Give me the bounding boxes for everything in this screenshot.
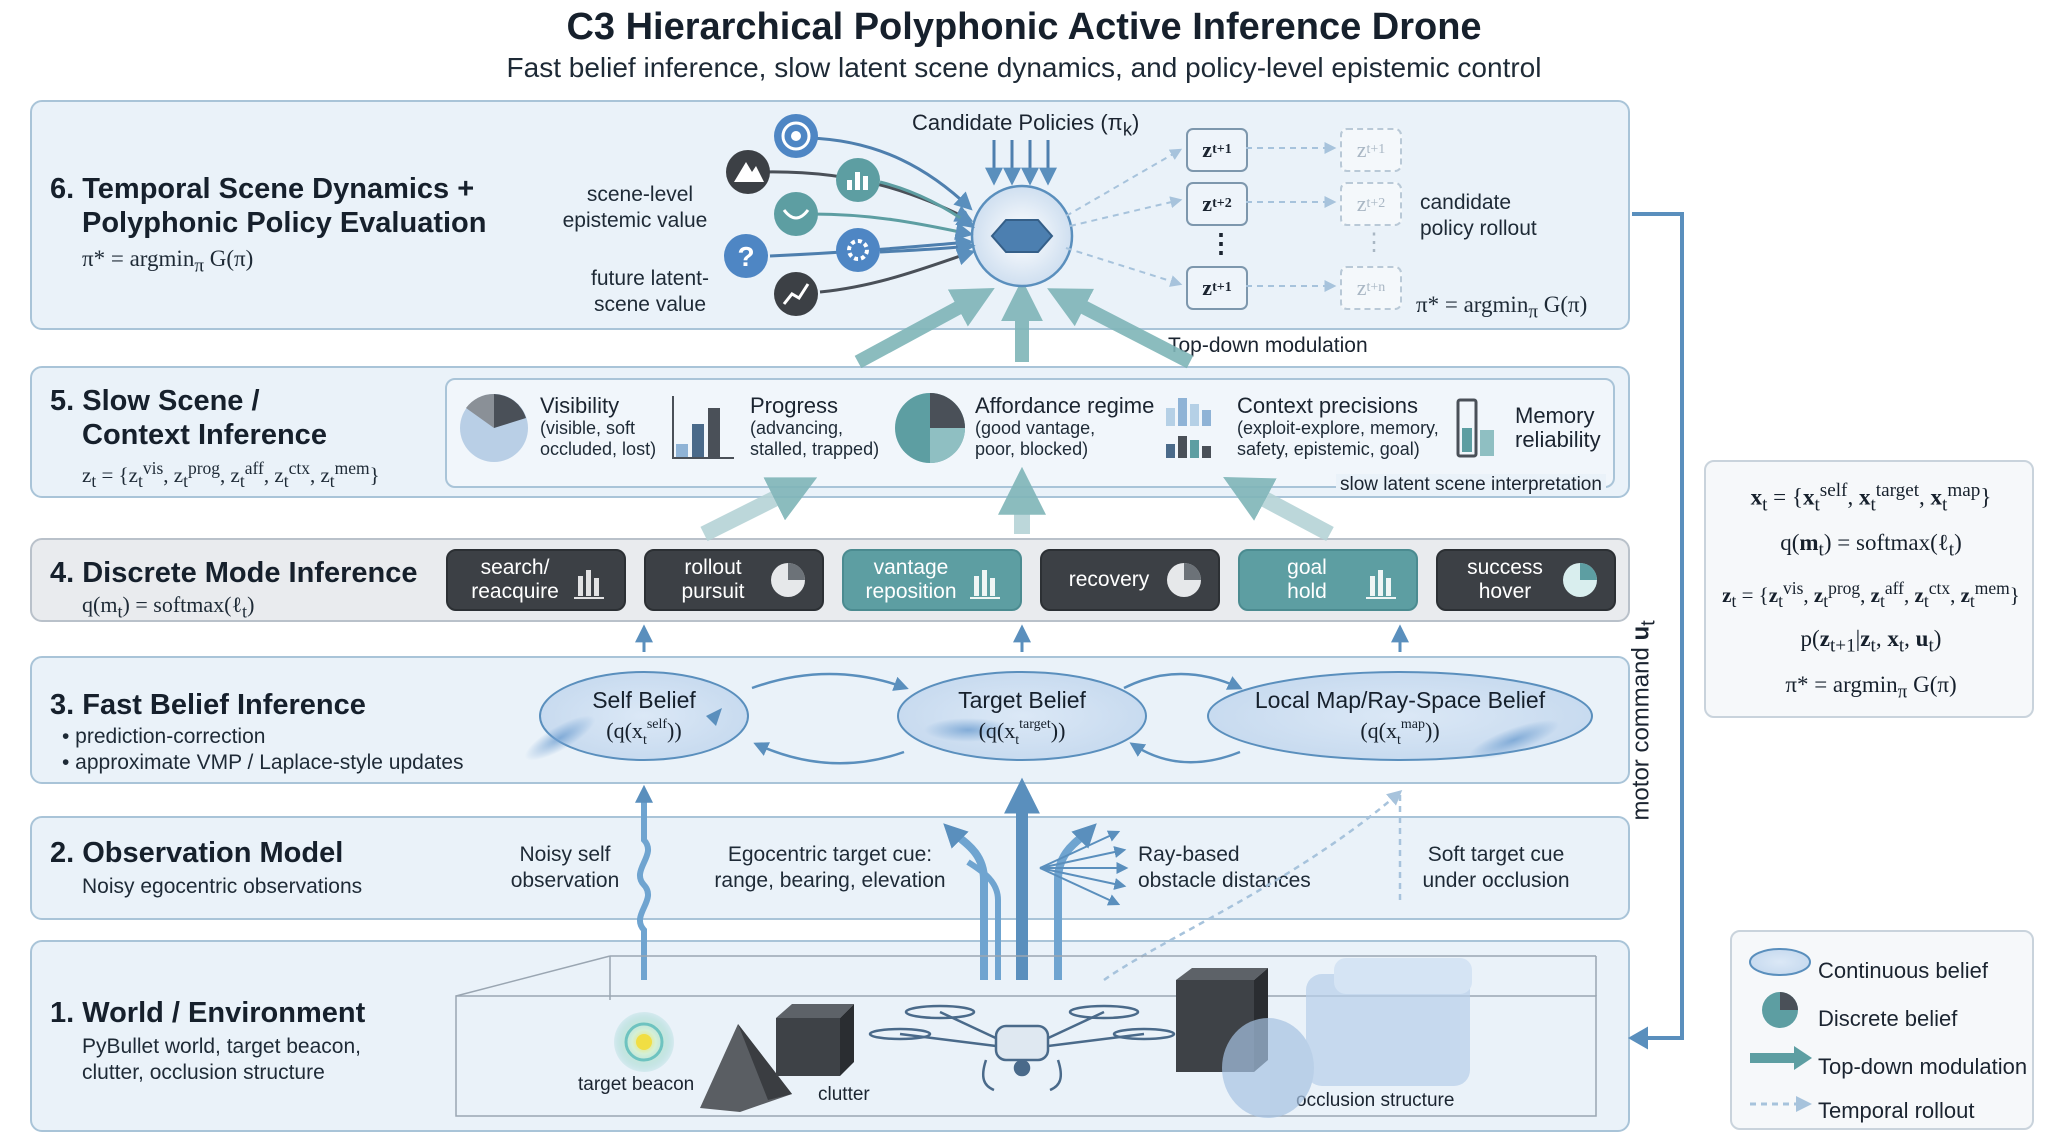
legend-topdown-label: Top-down modulation [1818,1054,2028,1079]
slow-latent-label: slow latent scene interpretation [1336,474,1606,496]
layer-6-title-2: Polyphonic Policy Evaluation [82,207,487,239]
page-subtitle: Fast belief inference, slow latent scene… [506,52,1542,83]
layer-4-equation: q(mt) = softmax(ℓt) [82,592,255,622]
layer-6-title-1: 6. Temporal Scene Dynamics + [50,173,475,205]
scene-level-label-1: scene-level [586,183,694,206]
motor-command-label: motor command ut [1627,620,1660,821]
ego-label-2: range, bearing, elevation [714,869,946,892]
scene-level-label-2: epistemic value [562,209,708,232]
layer-3-title: 3. Fast Belief Inference [50,689,366,721]
visibility-item: Visibility (visible, soft occluded, lost… [540,393,657,460]
layer-5-title-2: Context Inference [82,419,327,451]
equation-summary-panel: xt = {xtself, xttarget, xtmap} q(mt) = s… [1704,460,2034,718]
pie-chart-icon [1570,566,1602,598]
future-label-2: scene value [593,293,707,316]
occlusion-label: occlusion structure [1296,1090,1455,1111]
side-eq-1: xt = {xtself, xttarget, xtmap} [1750,480,1992,516]
context-precisions-item: Context precisions (exploit-explore, mem… [1237,393,1439,460]
rollout-label-1: candidate [1420,191,1512,214]
bar-chart-icon [1372,566,1404,598]
clutter-label: clutter [818,1084,870,1105]
bar-chart-icon [580,566,612,598]
mode-search-reacquire: search/reacquire [446,549,626,611]
soft-label-2: under occlusion [1422,869,1570,892]
layer-6-equation: π* = argminπ G(π) [82,246,254,277]
pie-chart-icon [1174,566,1206,598]
side-eq-3: zt = {ztvis, ztprog, ztaff, ztctx, ztmem… [1722,578,2020,612]
mode-recovery: recovery [1040,549,1220,611]
rollout-label-2: policy rollout [1420,217,1537,240]
layer-2-title: 2. Observation Model [50,837,344,869]
layer-5-title-1: 5. Slow Scene / [50,385,260,417]
side-eq-2: q(mt) = softmax(ℓt) [1780,530,1962,561]
candidate-policies-label: Candidate Policies (πk) [912,110,1140,140]
legend-panel: Continuous belief Discrete belief Top-do… [1730,930,2034,1130]
noisy-self-label-1: Noisy self [519,843,611,866]
belief-to-mode-arrows [635,624,1409,652]
memory-item: Memory reliability [1515,403,1601,452]
topdown-label: Top-down modulation [1168,334,1368,357]
layer-6-equation-right: π* = argminπ G(π) [1416,292,1588,323]
layer-2-sub: Noisy egocentric observations [82,875,363,898]
legend-discrete-label: Discrete belief [1818,1006,1958,1031]
legend-rollout-label: Temporal rollout [1818,1098,1975,1123]
progress-item: Progress (advancing, stalled, trapped) [750,393,880,460]
layer-3-bullet-1: • prediction-correction [62,725,266,748]
future-label-1: future latent- [591,267,709,290]
page-title: C3 Hierarchical Polyphonic Active Infere… [566,6,1482,48]
layer-1-title: 1. World / Environment [50,997,366,1029]
z-ellipsis: ⋮ [1208,228,1234,258]
bar-chart-icon [976,566,1008,598]
affordance-item: Affordance regime (good vantage, poor, b… [975,393,1155,460]
ray-label-2: obstacle distances [1138,869,1311,892]
layer-4-title: 4. Discrete Mode Inference [50,557,418,589]
ray-label-1: Ray-based [1138,843,1240,866]
layer-1-sub-2: clutter, occlusion structure [82,1061,325,1084]
layer-1-sub-1: PyBullet world, target beacon, [82,1035,361,1058]
side-eq-5: π* = argminπ G(π) [1785,672,1957,703]
layer-5-equation: zt = {ztvis, ztprog, ztaff, ztctx, ztmem… [82,458,380,492]
ego-label-1: Egocentric target cue: [727,843,933,866]
target-beacon-label: target beacon [578,1074,695,1095]
noisy-self-label-2: observation [510,869,620,892]
side-eq-4: p(zt+1|zt, xt, ut) [1800,626,1942,657]
layer-3-bullet-2: • approximate VMP / Laplace-style update… [62,751,464,774]
legend-continuous-label: Continuous belief [1818,958,1989,983]
z-faded-ellipsis: ⋮ [1362,229,1386,256]
pie-chart-icon [778,566,810,598]
soft-label-1: Soft target cue [1427,843,1565,866]
